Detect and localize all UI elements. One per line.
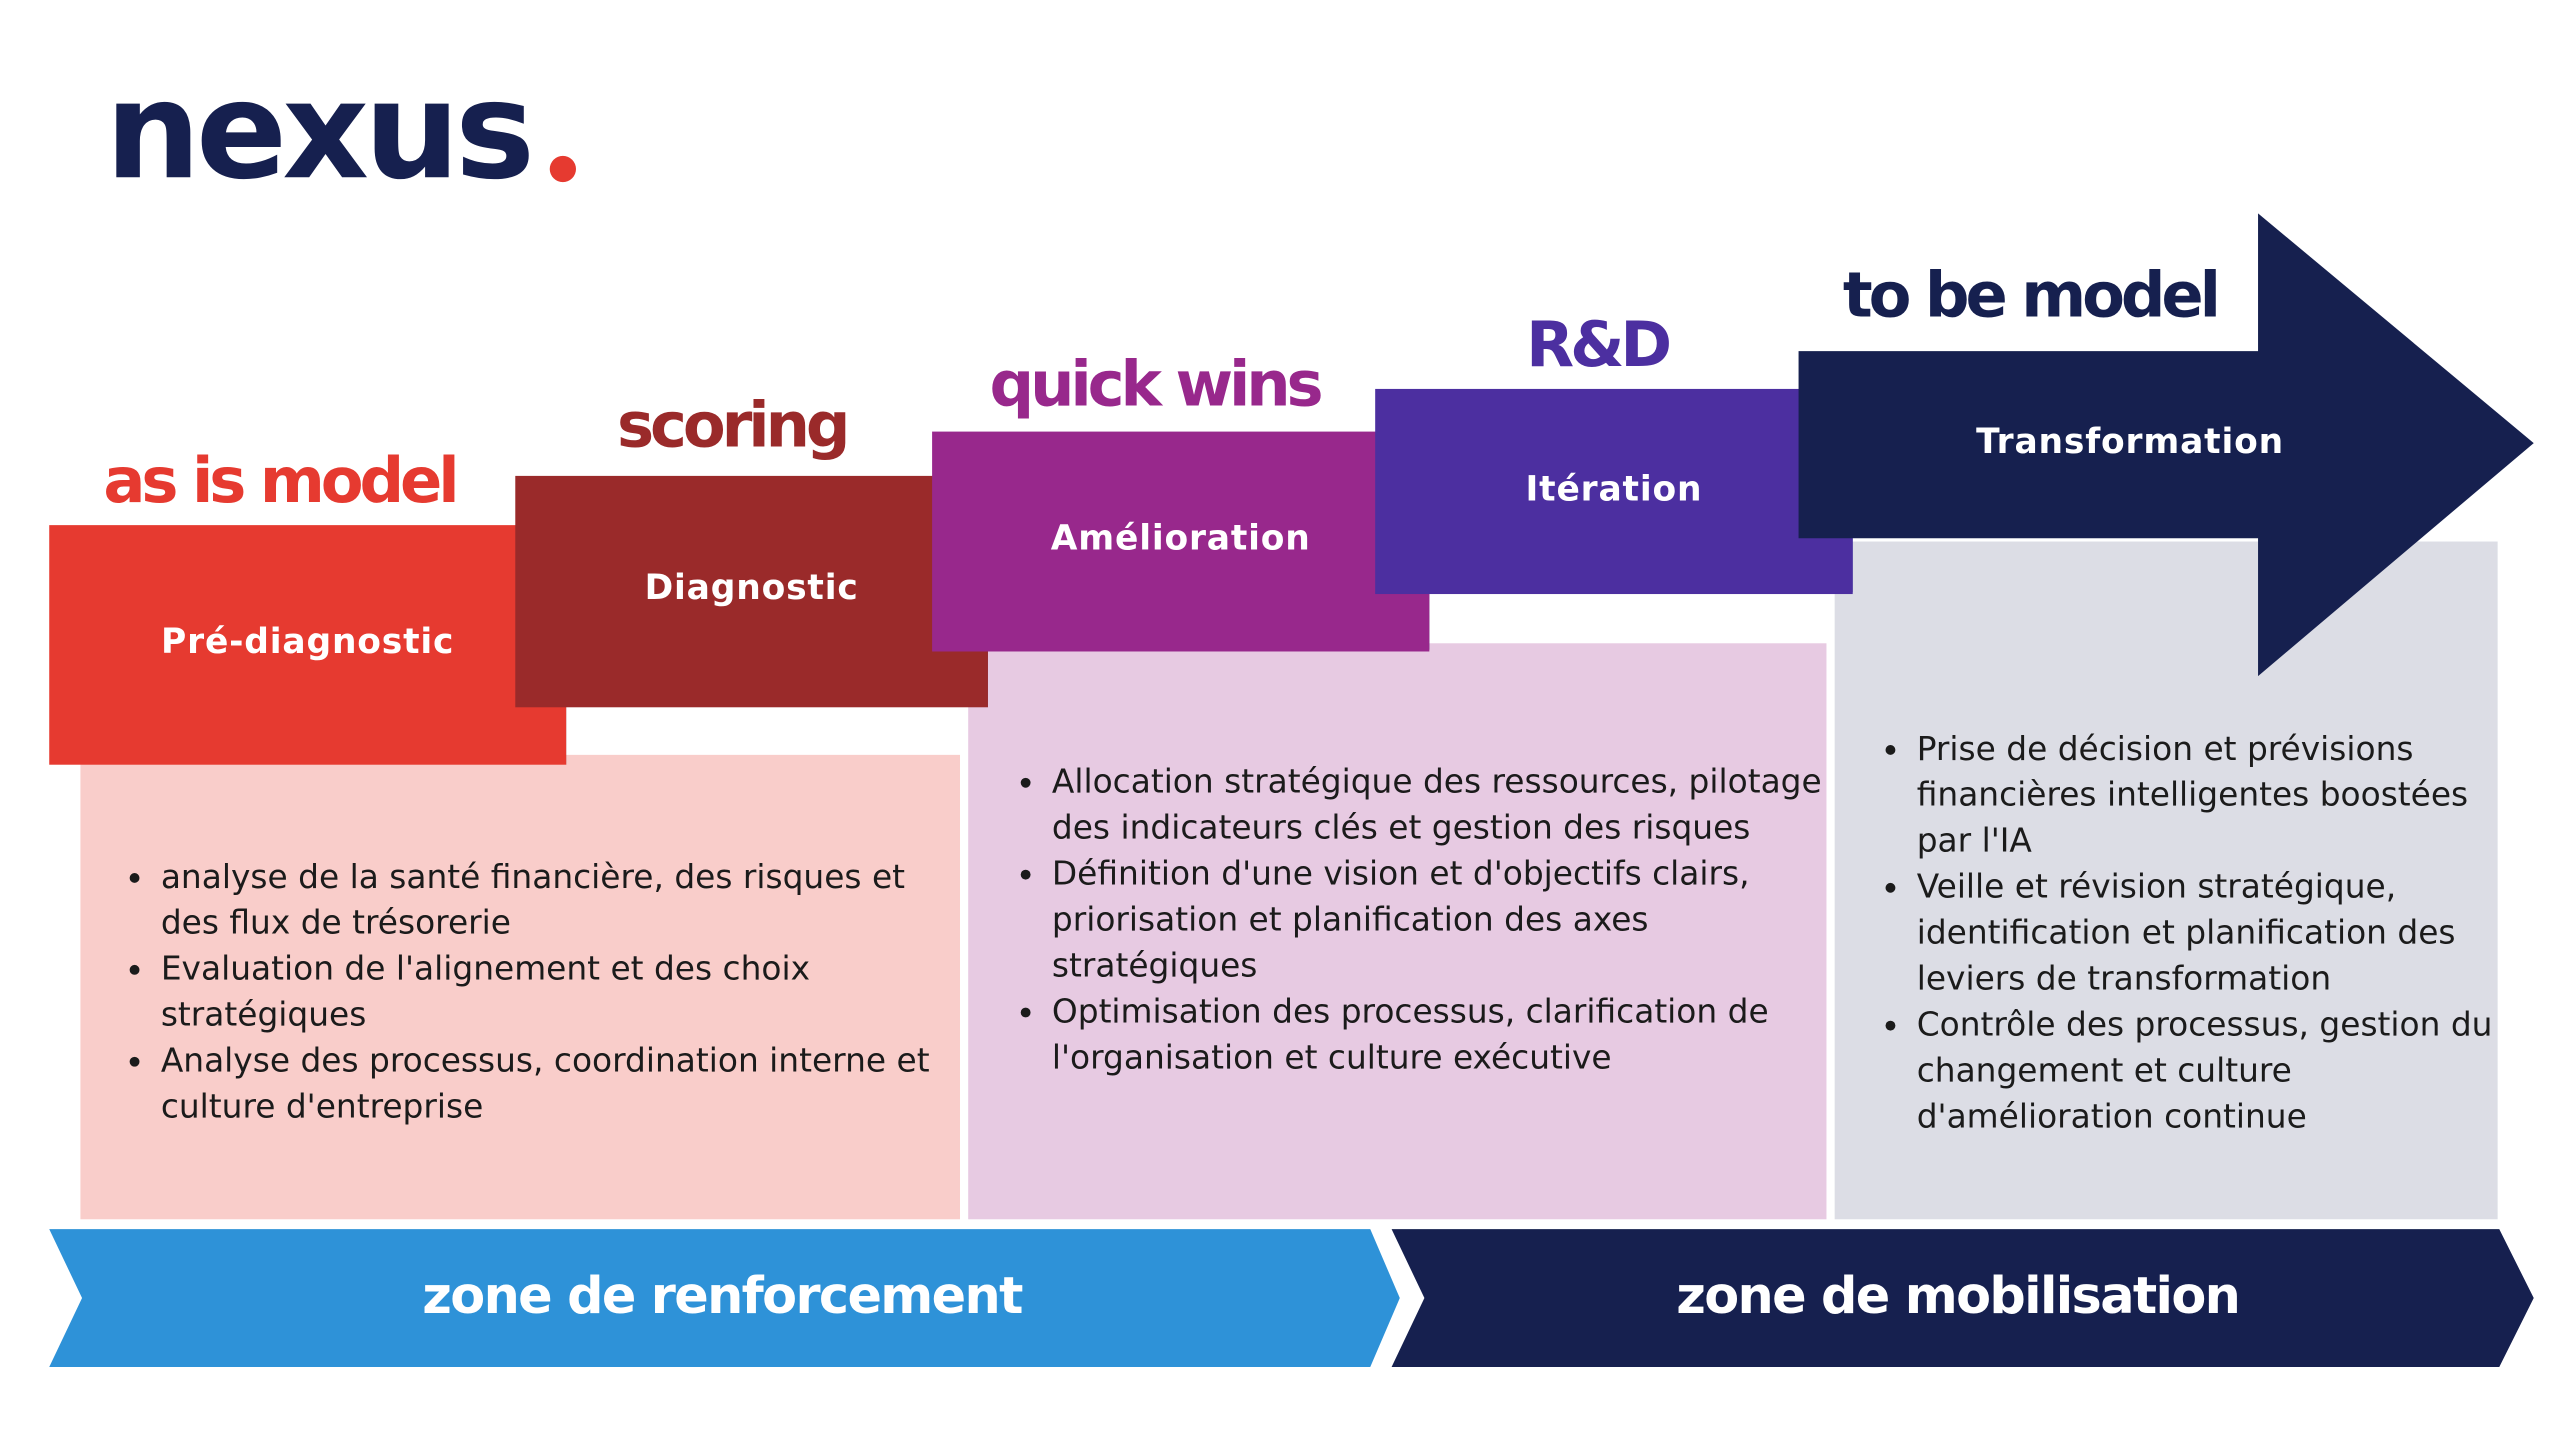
list-item: Allocation stratégique des ressources, p… <box>1052 758 1831 850</box>
step-block-1 <box>49 525 567 765</box>
step-label-amelioration: Amélioration <box>1050 518 1311 558</box>
step-label-pre-diagnostic: Pré-diagnostic <box>161 621 455 662</box>
list-item: Analyse des processus, coordination inte… <box>161 1037 965 1129</box>
panel-background-3 <box>1834 541 2498 1220</box>
zone-chevron-2 <box>1391 1229 2534 1367</box>
step-block-2 <box>515 475 988 708</box>
list-item: Définition d'une vision et d'objectifs c… <box>1052 850 1831 988</box>
list-item: Evaluation de l'alignement et des choix … <box>161 945 965 1037</box>
panel-background-1 <box>80 754 960 1220</box>
phase-label-rnd: R&D <box>1526 308 1672 381</box>
list-item: Contrôle des processus, gestion du chang… <box>1917 1001 2527 1139</box>
step-block-4 <box>1375 388 1853 595</box>
phase-label-to-be-model: to be model <box>1842 259 2221 332</box>
step-label-diagnostic: Diagnostic <box>644 567 859 608</box>
phase-label-quick-wins: quick wins <box>989 347 1324 421</box>
phase-label-scoring: scoring <box>617 388 850 462</box>
bullet-list-1: analyse de la santé financière, des risq… <box>125 853 965 1129</box>
list-item: Veille et révision stratégique, identifi… <box>1917 863 2527 1001</box>
list-item: Optimisation des processus, clarificatio… <box>1052 988 1831 1080</box>
bullet-list-3: Prise de décision et prévisions financiè… <box>1881 725 2528 1139</box>
step-block-3 <box>932 431 1430 652</box>
nexus-logo: nexus <box>105 54 535 211</box>
panel-background-2 <box>968 643 1827 1220</box>
phase-label-as-is-model: as is model <box>103 444 459 517</box>
logo-dot <box>549 155 576 183</box>
step-label-iteration: Itération <box>1525 469 1703 509</box>
step-label-transformation: Transformation <box>1976 421 2284 462</box>
zone-label-renforcement: zone de renforcement <box>422 1266 1023 1326</box>
list-item: analyse de la santé financière, des risq… <box>161 853 965 945</box>
zone-label-mobilisation: zone de mobilisation <box>1676 1266 2241 1326</box>
step-arrow-5 <box>1798 213 2534 677</box>
bullet-list-2: Allocation stratégique des ressources, p… <box>1016 758 1832 1080</box>
list-item: Prise de décision et prévisions financiè… <box>1917 725 2527 863</box>
zone-chevron-1 <box>49 1229 1400 1367</box>
